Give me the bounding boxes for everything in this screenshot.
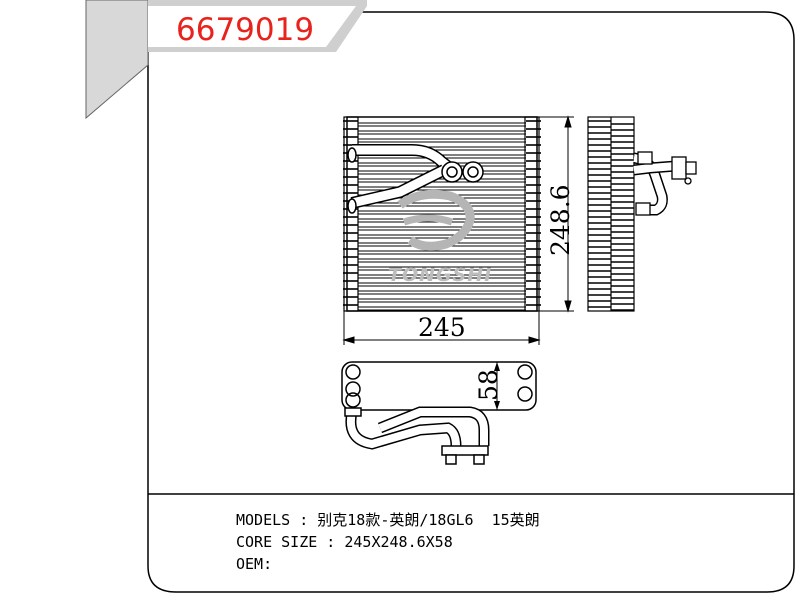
front-pipes	[347, 144, 484, 214]
watermark-logo: TONGSHI	[388, 189, 492, 286]
width-label: 245	[418, 313, 466, 342]
core-size-label: CORE SIZE	[236, 533, 318, 551]
models-line: MODELS : 别克18款-英朗/18GL6 15英朗	[236, 511, 540, 529]
frame	[147, 11, 795, 593]
height-dimension	[537, 115, 574, 313]
width-dimension	[342, 311, 541, 345]
part-number: 6679019	[176, 12, 314, 48]
oem-line: OEM:	[236, 555, 273, 573]
models-label: MODELS	[236, 511, 291, 529]
height-label: 248.6	[546, 184, 575, 256]
top-view	[341, 361, 537, 465]
front-tubes	[358, 122, 526, 311]
oem-label: OEM	[236, 555, 264, 573]
side-view	[587, 116, 697, 312]
front-view: TONGSHI	[343, 116, 541, 312]
header-tab: 6679019	[85, 0, 367, 120]
core-size-value: 245X248.6X58	[344, 533, 453, 551]
watermark-text: TONGSHI	[388, 264, 492, 286]
models-value: 别克18款-英朗/18GL6 15英朗	[317, 511, 540, 529]
core-size-line: CORE SIZE : 245X248.6X58	[236, 533, 453, 551]
side-fins	[588, 120, 634, 311]
depth-label: 58	[474, 369, 503, 401]
